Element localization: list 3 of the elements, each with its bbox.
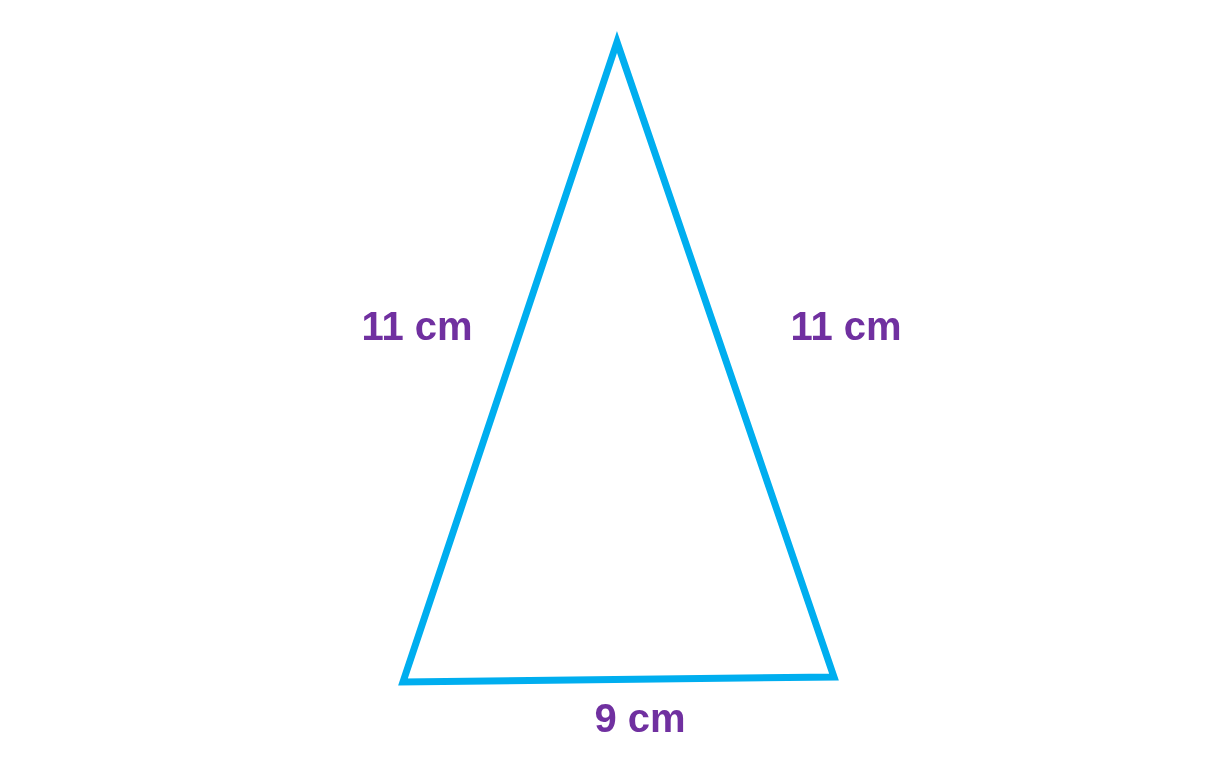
dimension-label: 9 cm <box>594 698 686 738</box>
dimension-label: 11 cm <box>361 306 473 346</box>
dimension-label: 11 cm <box>790 306 902 346</box>
